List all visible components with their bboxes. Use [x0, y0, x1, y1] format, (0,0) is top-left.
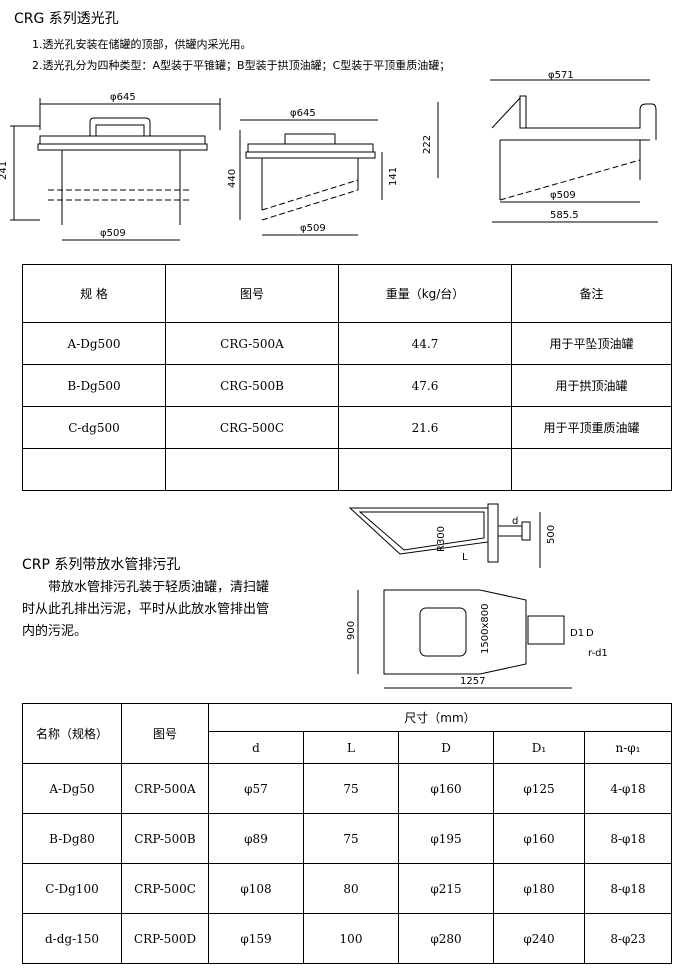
cell: φ180: [493, 863, 585, 914]
crg-table: 规 格 图号 重量（kg/台） 备注 A-Dg500 CRG-500A 44.7…: [22, 264, 672, 491]
cell: φ240: [493, 913, 585, 964]
cell: φ57: [208, 763, 304, 814]
c-mid-dim: φ509: [550, 190, 576, 201]
cell: 44.7: [338, 322, 512, 365]
b-inner-dim: 141: [388, 167, 399, 186]
crp-table: 名称（规格） 图号 尺寸（mm） d L D D₁ n-φ₁ A-Dg50 CR…: [22, 703, 672, 964]
cell: 用于拱顶油罐: [511, 364, 672, 407]
crp-header-drawing: 图号: [121, 703, 209, 764]
cell: [22, 448, 166, 491]
cell: 21.6: [338, 406, 512, 449]
c-height-dim: 222: [422, 135, 433, 154]
crp-d-dim: d: [512, 516, 518, 527]
cell: 8-φ18: [584, 813, 672, 864]
table-row: A-Dg500 CRG-500A 44.7 用于平坠顶油罐: [22, 322, 672, 365]
cell: 用于平顶重质油罐: [511, 406, 672, 449]
cell: CRG-500B: [165, 364, 339, 407]
crp-rd1-label: r-d1: [588, 648, 608, 659]
cell: B-Dg500: [22, 364, 166, 407]
b-bottom-dim: φ509: [300, 223, 326, 234]
table-row: A-Dg50 CRP-500A φ57 75 φ160 φ125 4-φ18: [22, 763, 672, 814]
cell: [338, 448, 512, 491]
crg-note-2: 2.透光孔分为四种类型：A型装于平锥罐；B型装于拱顶油罐；C型装于平顶重质油罐；: [32, 59, 451, 72]
crp-r-dim: R300: [436, 526, 447, 552]
table-row: C-dg500 CRG-500C 21.6 用于平顶重质油罐: [22, 406, 672, 449]
table-row: [22, 448, 672, 491]
cell: φ108: [208, 863, 304, 914]
cell: CRP-500D: [121, 913, 209, 964]
cell: 75: [303, 813, 399, 864]
cell: CRP-500B: [121, 813, 209, 864]
cell: CRG-500A: [165, 322, 339, 365]
c-bottom-dim: 585.5: [550, 210, 579, 221]
cell: [511, 448, 672, 491]
crp-l-dim: L: [462, 552, 468, 563]
crp-header-row-1: 名称（规格） 图号 尺寸（mm）: [22, 703, 672, 764]
a-top-dim: φ645: [110, 92, 136, 103]
c-top-dim: φ571: [548, 70, 574, 81]
crp-description: 带放水管排污孔装于轻质油罐，清扫罐时从此孔排出污泥，平时从此放水管排出管内的污泥…: [22, 580, 270, 639]
b-height-dim: 440: [227, 169, 238, 188]
crp-header-L: L: [303, 731, 399, 764]
crp-title: CRP 系列带放水管排污孔: [22, 557, 181, 573]
crp-header-D: D: [398, 731, 494, 764]
b-top-dim: φ645: [290, 108, 316, 119]
cell: B-Dg80: [22, 813, 122, 864]
a-height-dim: 241: [0, 161, 9, 180]
crp-w1257-dim: 1257: [460, 676, 485, 687]
a-bottom-dim: φ509: [100, 228, 126, 239]
crg-drawing-b: φ645 440 141 φ509: [227, 108, 399, 236]
cell: φ89: [208, 813, 304, 864]
cell: φ159: [208, 913, 304, 964]
table-row: B-Dg80 CRP-500B φ89 75 φ195 φ160 8-φ18: [22, 813, 672, 864]
crp-header-n-phi1: n-φ₁: [584, 731, 672, 764]
cell: 4-φ18: [584, 763, 672, 814]
crp-w900-dim: 900: [346, 621, 357, 640]
cell: C-Dg100: [22, 863, 122, 914]
crg-drawings: φ645 241 φ509 φ645 440 141 φ509 φ571: [0, 70, 658, 241]
cell: φ125: [493, 763, 585, 814]
cell: [165, 448, 339, 491]
cell: φ160: [493, 813, 585, 864]
crp-header-size-group: 尺寸（mm）: [208, 703, 672, 732]
cell: CRG-500C: [165, 406, 339, 449]
crg-title: CRG 系列透光孔: [14, 11, 119, 27]
table-row: d-dg-150 CRP-500D φ159 100 φ280 φ240 8-φ…: [22, 913, 672, 964]
cell: 80: [303, 863, 399, 914]
crp-D1-dim: D1: [570, 628, 584, 639]
crg-header-drawing: 图号: [165, 264, 339, 323]
cell: 75: [303, 763, 399, 814]
crg-header-row: 规 格 图号 重量（kg/台） 备注: [22, 264, 672, 323]
crg-drawing-c: φ571 222 φ509 585.5: [422, 70, 658, 223]
cell: 47.6: [338, 364, 512, 407]
cell: C-dg500: [22, 406, 166, 449]
cell: d-dg-150: [22, 913, 122, 964]
cell: 8-φ18: [584, 863, 672, 914]
crg-drawing-a: φ645 241 φ509: [0, 92, 221, 241]
crp-D-dim: D: [586, 628, 594, 639]
crp-drawings: 500 R300 d L 900 1500x800 D D1 r-d1 1257: [346, 503, 608, 689]
cell: 100: [303, 913, 399, 964]
cell: φ195: [398, 813, 494, 864]
crg-header-note: 备注: [511, 264, 672, 323]
cell: CRP-500C: [121, 863, 209, 914]
crg-header-spec: 规 格: [22, 264, 166, 323]
crp-header-D1: D₁: [493, 731, 585, 764]
cell: φ280: [398, 913, 494, 964]
cell: 8-φ23: [584, 913, 672, 964]
crp-header-d: d: [208, 731, 304, 764]
cell: φ215: [398, 863, 494, 914]
cell: CRP-500A: [121, 763, 209, 814]
table-row: B-Dg500 CRG-500B 47.6 用于拱顶油罐: [22, 364, 672, 407]
table-row: C-Dg100 CRP-500C φ108 80 φ215 φ180 8-φ18: [22, 863, 672, 914]
crp-h500-dim: 500: [546, 525, 557, 544]
cell: 用于平坠顶油罐: [511, 322, 672, 365]
crg-note-1: 1.透光孔安装在储罐的顶部，供罐内采光用。: [32, 38, 252, 51]
crg-header-weight: 重量（kg/台）: [338, 264, 512, 323]
crp-vert-label: 1500x800: [480, 604, 491, 654]
cell: A-Dg50: [22, 763, 122, 814]
crp-header-name: 名称（规格）: [22, 703, 122, 764]
cell: φ160: [398, 763, 494, 814]
cell: A-Dg500: [22, 322, 166, 365]
